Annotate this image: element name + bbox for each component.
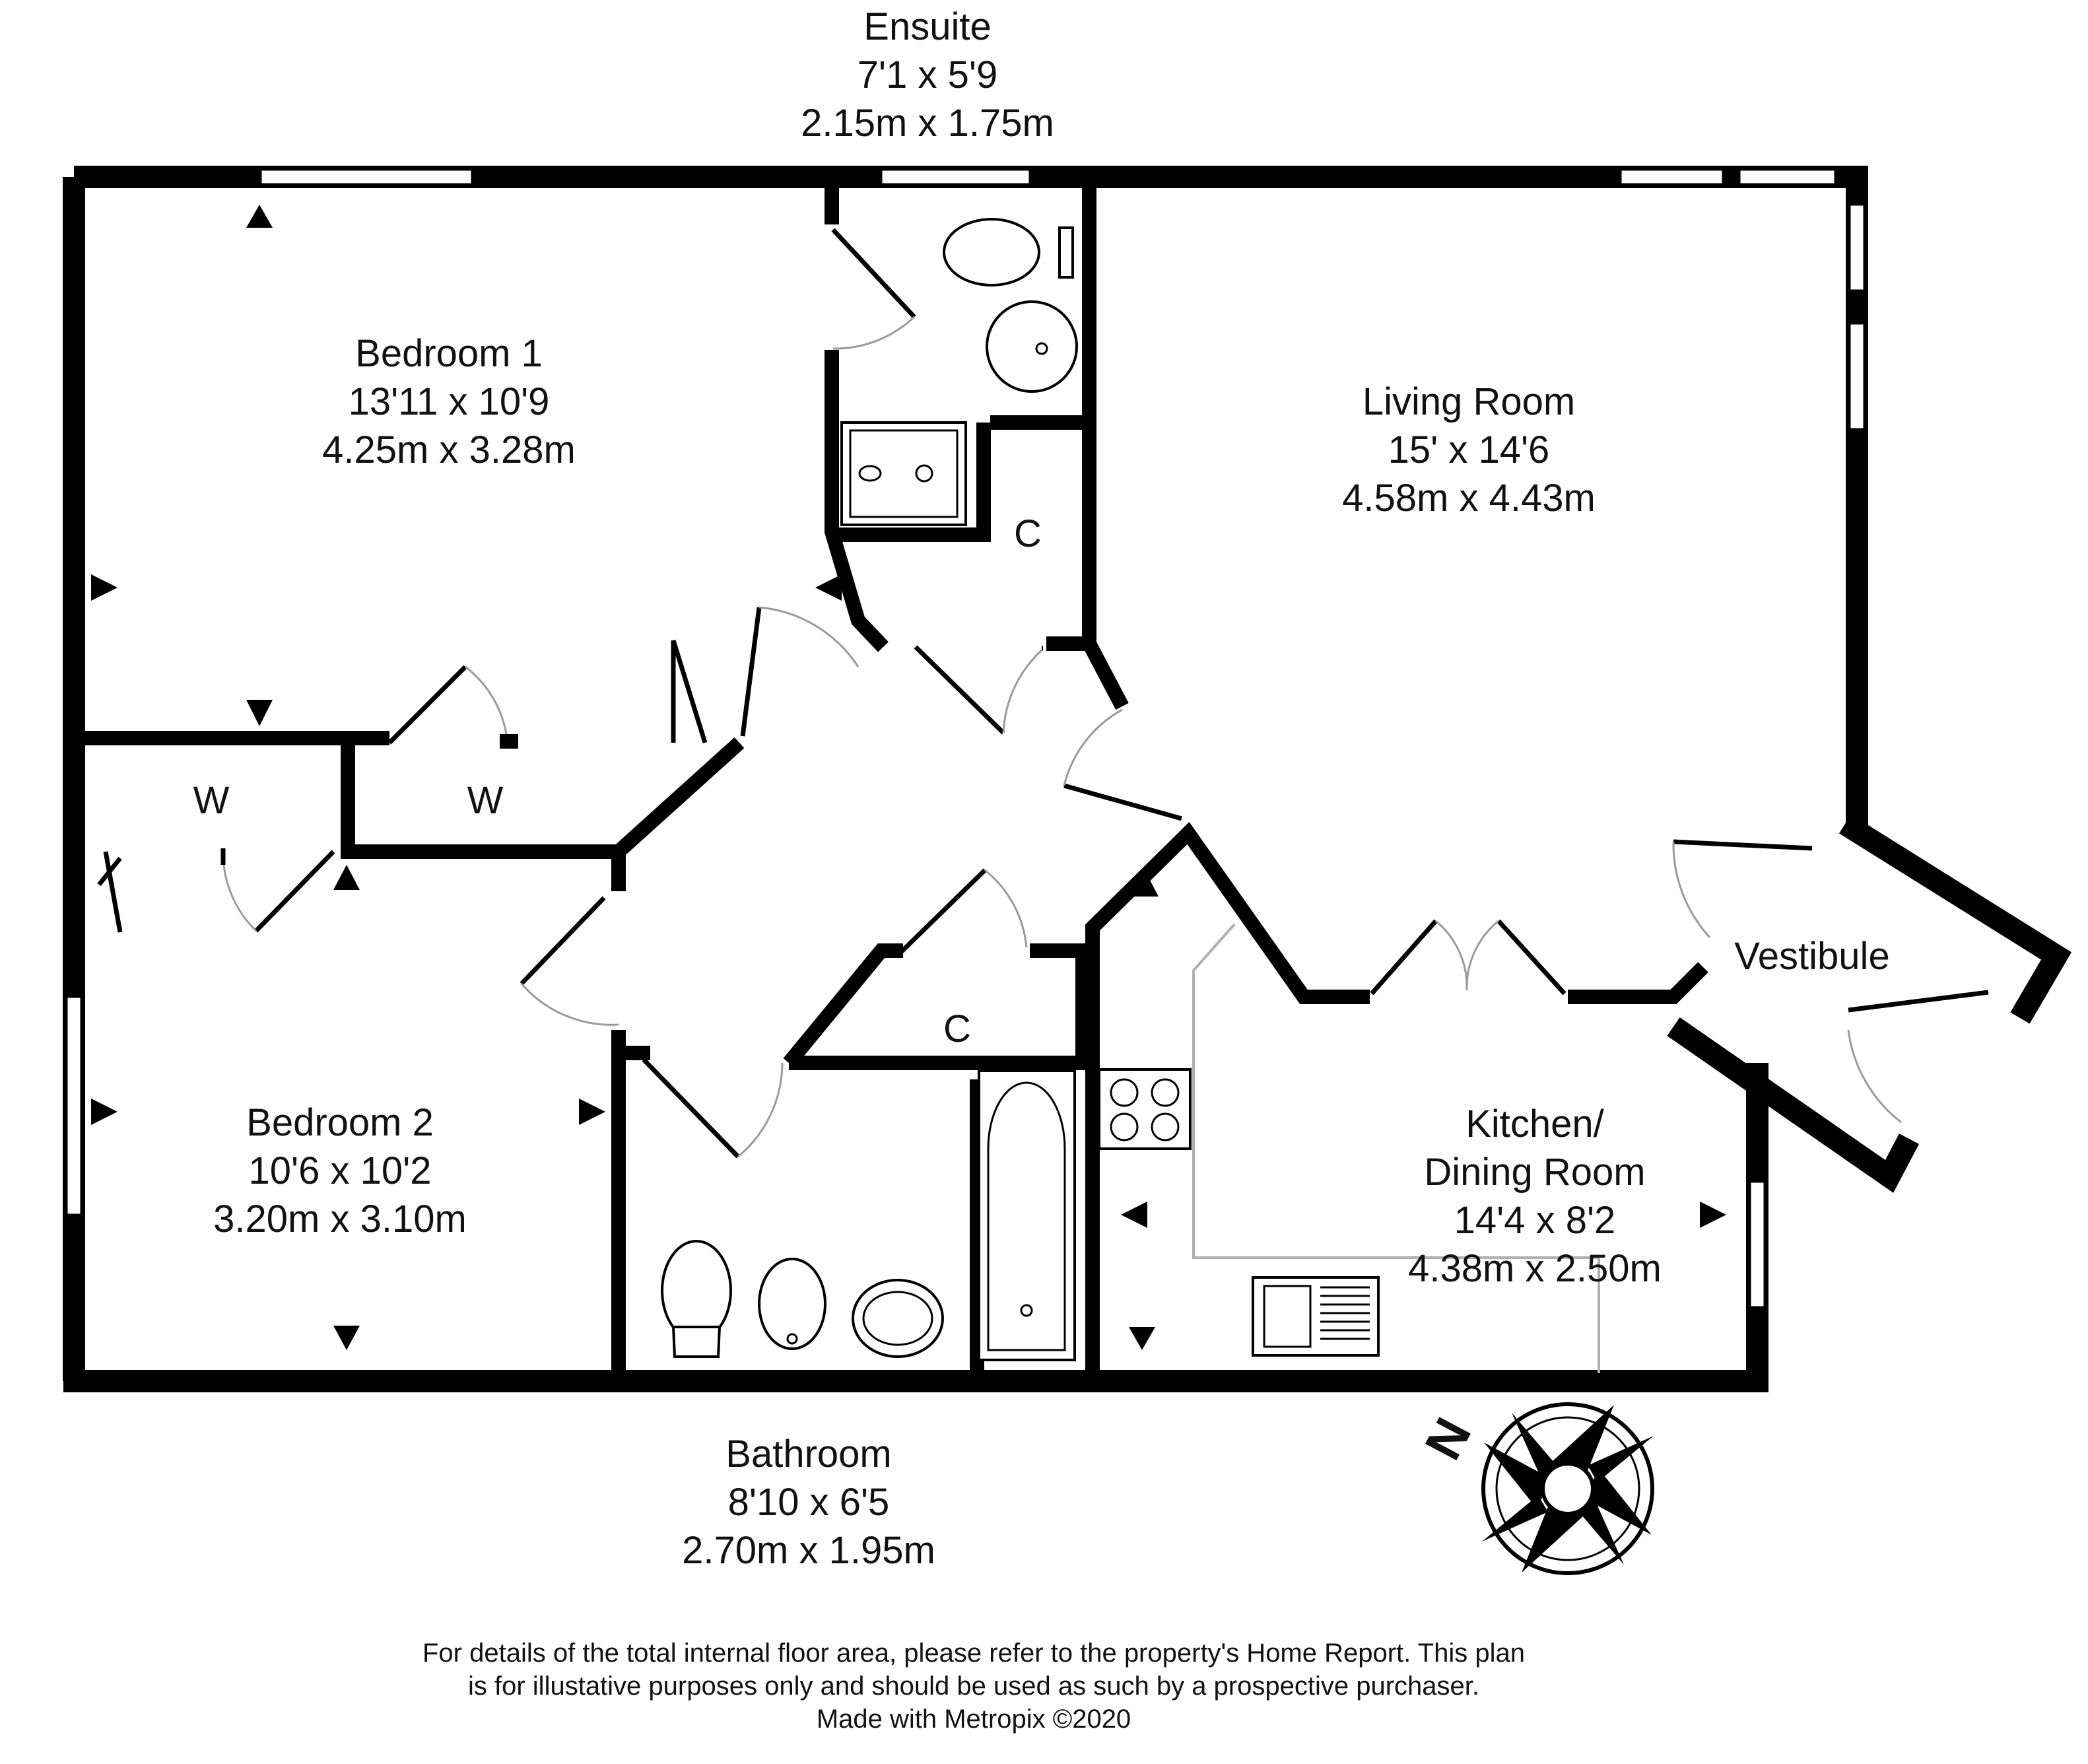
ensuite-imperial: 7'1 x 5'9 (858, 53, 997, 96)
bathroom-name: Bathroom (725, 1433, 891, 1476)
living-name: Living Room (1363, 380, 1575, 423)
bath (978, 1069, 1076, 1361)
shower-tray (840, 421, 967, 526)
kitchen-sink (1252, 1276, 1380, 1357)
kitchen-metric: 4.38m x 2.50m (1408, 1247, 1662, 1290)
cupboard-hall-label: C (943, 1007, 971, 1050)
living-imperial: 15' x 14'6 (1388, 428, 1550, 471)
bedroom1-name: Bedroom 1 (355, 332, 543, 375)
bedroom1-imperial: 13'11 x 10'9 (349, 380, 550, 423)
ensuite-basin (986, 300, 1078, 393)
vestibule-name: Vestibule (1734, 935, 1889, 978)
windows (65, 168, 1866, 1308)
bedroom2-metric: 3.20m x 3.10m (213, 1198, 467, 1240)
dimension-markers (91, 205, 1726, 1350)
doors (97, 228, 1989, 1159)
bidet (758, 1258, 826, 1350)
wardrobe-bedroom1-label: W (467, 779, 504, 822)
ensuite-wc (943, 218, 1040, 287)
living-metric: 4.58m x 4.43m (1342, 477, 1596, 520)
compass-rose: N (1413, 1402, 1654, 1575)
ensuite-metric: 2.15m x 1.75m (801, 102, 1054, 145)
cupboard-ensuite-label: C (1014, 512, 1042, 555)
window-living-3 (1848, 203, 1866, 292)
worktop (1192, 923, 1600, 1373)
wardrobe-bedroom2-label: W (193, 779, 230, 822)
window-living-1 (1619, 168, 1724, 186)
bedroom2-name: Bedroom 2 (246, 1101, 434, 1144)
window-kitchen (1749, 1180, 1766, 1308)
bathroom-imperial: 8'10 x 6'5 (728, 1481, 890, 1524)
kitchen-name-line2: Dining Room (1424, 1151, 1645, 1194)
ensuite-name: Ensuite (863, 5, 991, 48)
window-bedroom2 (65, 996, 83, 1216)
kitchen-name-line1: Kitchen/ (1465, 1102, 1604, 1145)
hob (1098, 1068, 1192, 1150)
bedroom1-metric: 4.25m x 3.28m (322, 428, 576, 471)
bathroom-wc (661, 1240, 732, 1341)
interior-walls (82, 185, 1708, 1373)
ensuite-cistern (1058, 226, 1074, 279)
window-living-2 (1738, 168, 1836, 186)
fixtures (661, 218, 1600, 1373)
compass-north-label: N (1413, 1409, 1482, 1469)
disclaimer: For details of the total internal floor … (422, 1639, 1525, 1734)
bedroom2-imperial: 10'6 x 10'2 (249, 1149, 432, 1192)
bathroom-metric: 2.70m x 1.95m (682, 1529, 935, 1572)
disclaimer-line1: For details of the total internal floor … (422, 1639, 1525, 1668)
kitchen-imperial: 14'4 x 8'2 (1454, 1199, 1616, 1242)
disclaimer-line2: is for illustative purposes only and sho… (468, 1672, 1479, 1701)
window-bedroom1 (259, 168, 473, 186)
window-living-4 (1848, 322, 1866, 430)
window-ensuite (880, 168, 1031, 186)
disclaimer-line3: Made with Metropix ©2020 (817, 1705, 1131, 1734)
room-labels: Ensuite 7'1 x 5'9 2.15m x 1.75m Bedroom … (193, 5, 1890, 1572)
door-stop (500, 734, 518, 749)
